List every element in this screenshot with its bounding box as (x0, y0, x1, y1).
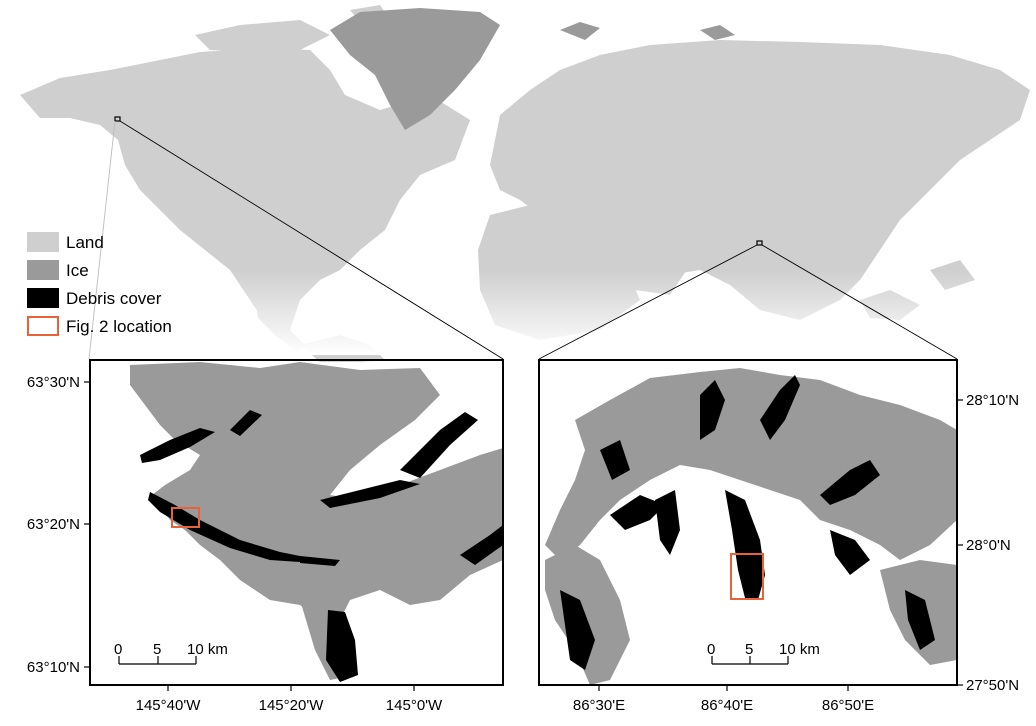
right-scale-bar (711, 656, 789, 665)
debris-glacier (760, 375, 800, 440)
inset-connectors (88, 120, 958, 360)
debris-glacier (400, 412, 478, 478)
right-lat-label-2: 28°0'N (966, 537, 1011, 554)
debris-glacier (820, 460, 880, 505)
right-debris-glaciers (560, 375, 935, 670)
world-fade (0, 270, 1036, 355)
left-scale-label-5: 5 (153, 641, 161, 658)
debris-glacier (300, 556, 340, 566)
alaska-locator-box (114, 116, 121, 122)
debris-glacier (610, 495, 665, 530)
north-america-landmass (20, 48, 470, 330)
left-debris-glaciers (140, 410, 503, 682)
arctic-islands (195, 5, 390, 52)
debris-glacier (830, 530, 870, 575)
legend-swatch-fig2 (27, 316, 59, 336)
right-scale-label-5: 5 (745, 641, 753, 658)
right-lon-label-2: 86°40'E (701, 697, 753, 714)
legend-label-fig2: Fig. 2 location (66, 317, 172, 336)
legend-swatch-debris (27, 288, 59, 308)
left-map-frame (89, 359, 504, 686)
right-lon-label-3: 86°50'E (822, 697, 874, 714)
left-scale-label-10: 10 km (187, 641, 228, 658)
legend-swatch-ice (27, 260, 59, 280)
debris-glacier (148, 492, 300, 562)
greenland-ice (330, 8, 500, 130)
debris-glacier (725, 490, 765, 600)
debris-glacier (320, 480, 420, 508)
left-scale-label-0: 0 (114, 641, 122, 658)
right-scale-label-10: 10 km (779, 641, 820, 658)
right-ice-southwest (545, 545, 630, 685)
left-lat-label-1: 63°30'N (27, 374, 80, 391)
left-fig2-location (171, 507, 200, 528)
debris-glacier (326, 610, 358, 682)
legend-label-ice: Ice (66, 261, 89, 280)
right-lat-label-1: 28°10'N (966, 392, 1019, 409)
svalbard-ice (560, 22, 735, 40)
right-ice-field (545, 368, 957, 560)
left-lon-label-1: 145°40'W (136, 697, 202, 714)
everest-locator-box (756, 240, 763, 246)
right-lat-label-3: 27°50'N (966, 677, 1019, 694)
right-fig2-location (730, 553, 764, 600)
debris-glacier (600, 440, 630, 480)
debris-glacier (560, 590, 595, 670)
left-lon-label-3: 145°0'W (386, 697, 443, 714)
left-ice-field (130, 362, 503, 640)
right-map-frame (538, 359, 958, 686)
alaska-connector-right (119, 120, 504, 360)
alaska-connector-left (88, 120, 116, 360)
world-map (0, 5, 1036, 362)
debris-glacier (700, 380, 725, 440)
debris-glacier (460, 525, 503, 565)
right-inset-map: 0 5 10 km 28°10'N 28°0'N 27°50'N 86°30'E… (538, 359, 1019, 714)
left-inset-map: 0 5 10 km 63°30'N 63°20'N 63°10'N 145°40… (27, 359, 504, 714)
legend: Land Ice Debris cover Fig. 2 location (27, 232, 172, 336)
left-lat-label-3: 63°10'N (27, 659, 80, 676)
debris-glacier (905, 590, 935, 650)
left-scale-bar (118, 656, 197, 665)
legend-label-debris: Debris cover (66, 289, 162, 308)
left-lon-label-2: 145°20'W (259, 697, 325, 714)
debris-glacier (140, 428, 215, 463)
legend-label-land: Land (66, 233, 104, 252)
everest-connector-right (761, 244, 958, 360)
left-lat-label-2: 63°20'N (27, 516, 80, 533)
right-scale-label-0: 0 (707, 641, 715, 658)
debris-glacier (655, 490, 680, 555)
right-lon-label-1: 86°30'E (573, 697, 625, 714)
legend-swatch-land (27, 232, 59, 252)
everest-connector-left (538, 244, 758, 360)
debris-glacier (230, 410, 262, 436)
